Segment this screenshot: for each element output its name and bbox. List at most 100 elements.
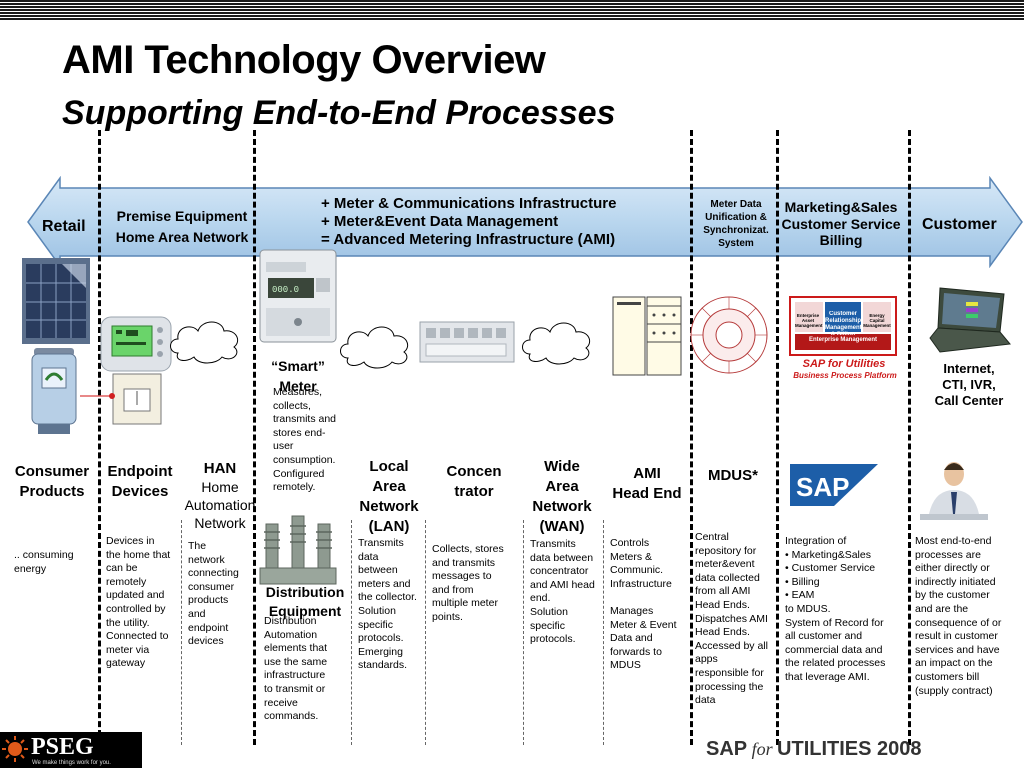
- han-header: HAN Home Automation Network: [182, 460, 258, 532]
- header-line: Concen: [446, 463, 502, 480]
- consumer-products-description: .. consuming energy: [14, 549, 74, 575]
- header-sub-line: Network: [194, 515, 246, 531]
- banner-ami-line: + Meter&Event Data Management: [321, 213, 559, 230]
- header-sub-line: Home: [201, 479, 239, 495]
- header-line: Products: [19, 483, 85, 500]
- internet-label-line: Internet,: [943, 361, 995, 376]
- banner-mdus: Meter Data Unification & Synchronizat. S…: [694, 198, 778, 250]
- banner-mdus-line: Meter Data: [710, 199, 762, 210]
- column-divider: [181, 520, 182, 745]
- banner-customer: Customer: [922, 216, 997, 233]
- header-line: trator: [454, 483, 494, 500]
- column-divider: [351, 520, 352, 745]
- banner-mdus-line: System: [718, 238, 754, 249]
- wan-header: Wide Area Network (WAN): [524, 457, 600, 537]
- banner-marketing: Marketing&Sales Customer Service Billing: [778, 199, 904, 249]
- lan-header: Local Area Network (LAN): [352, 457, 426, 537]
- han-cloud-icon: [170, 321, 239, 364]
- page-title: AMI Technology Overview: [62, 38, 546, 82]
- pseg-sun-icon: [2, 736, 28, 762]
- header-line: Network: [359, 498, 419, 515]
- smart-meter-icon: 000.0: [259, 249, 337, 343]
- endpoint-devices-description: Devices in the home that can be remotely…: [106, 535, 171, 670]
- column-divider: [253, 130, 256, 745]
- header-line: Network: [532, 498, 592, 515]
- column-divider: [425, 520, 426, 745]
- internet-label-line: Call Center: [934, 393, 1004, 408]
- header-line: Consumer: [14, 463, 90, 480]
- internet-label: Internet, CTI, IVR, Call Center: [920, 361, 1018, 409]
- svg-text:000.0: 000.0: [272, 285, 299, 295]
- endpoint-devices-header: Endpoint Devices: [100, 462, 180, 502]
- distribution-equipment-icon: [259, 515, 337, 585]
- banner-premise-line: Premise Equipment: [116, 208, 248, 224]
- solar-panel-icon: [22, 258, 90, 344]
- banner-marketing-line: Marketing&Sales: [784, 199, 898, 215]
- customer-description: Most end-to-end processes are either dir…: [915, 535, 1002, 697]
- sap-box-em: Enterprise Management: [808, 337, 878, 343]
- internet-label-line: CTI, IVR,: [942, 377, 996, 392]
- header-line: AMI: [633, 465, 661, 482]
- header-line: Local: [369, 458, 409, 475]
- mdus-process-wheel-icon: [690, 296, 768, 374]
- sap-logo-text: SAP: [796, 472, 849, 502]
- banner-premise: Premise Equipment Home Area Network: [112, 206, 252, 248]
- smart-meter-label-line: Meter: [279, 378, 317, 394]
- concentrator-header: Concen trator: [428, 462, 520, 502]
- header-line: (LAN): [368, 518, 410, 535]
- column-divider: [523, 520, 524, 745]
- banner-marketing-line: Customer Service: [781, 215, 901, 232]
- header-line: MDUS*: [707, 467, 758, 484]
- header-line: (WAN): [539, 518, 585, 535]
- mdus-header: MDUS*: [692, 466, 774, 486]
- sap-utilities-diagram-icon: [789, 296, 897, 356]
- header-line: Endpoint: [107, 463, 173, 480]
- column-divider: [690, 130, 693, 745]
- consumer-products-header: Consumer Products: [4, 462, 100, 502]
- column-divider: [776, 130, 779, 745]
- lan-description: Transmits data between meters and the co…: [358, 537, 417, 672]
- customer-person-icon: [920, 462, 988, 520]
- business-process-platform-label: Business Process Platform: [793, 371, 897, 380]
- lan-cloud-icon: [340, 326, 409, 369]
- top-decorative-bars: [0, 0, 1024, 20]
- banner-retail: Retail: [42, 218, 86, 235]
- distribution-label-line: Equipment: [268, 603, 342, 619]
- banner-ami-line: = Advanced Metering Infrastructure (AMI): [321, 231, 616, 248]
- footer-utilities: UTILITIES 2008: [777, 738, 922, 760]
- sap-box-crm: Customer Relationship Management & Billi…: [825, 311, 861, 335]
- smart-meter-label-line: “Smart”: [271, 358, 325, 374]
- header-line: Head End: [612, 485, 682, 502]
- wan-cloud-icon: [522, 322, 591, 365]
- header-line: Area: [372, 478, 406, 495]
- footer-for: for: [751, 739, 773, 759]
- head-end-cabinet-icon: [612, 296, 682, 376]
- laptop-icon: [929, 287, 1011, 353]
- mdus-description: Central repository for meter&event data …: [695, 531, 768, 707]
- connector-line: [80, 393, 115, 399]
- han-description: The network connecting consumer products…: [188, 540, 239, 648]
- footer-sap: SAP: [706, 738, 748, 760]
- sap-for-utilities-2008: SAP for UTILITIES 2008: [706, 738, 922, 761]
- banner-mdus-line: Unification &: [705, 212, 767, 223]
- sap-description: Integration of • Marketing&Sales • Custo…: [785, 535, 886, 683]
- banner-ami-line: + Meter & Communications Infrastructure: [321, 195, 617, 212]
- banner-marketing-line: Billing: [819, 232, 863, 248]
- distribution-label-line: Distribution: [265, 584, 345, 600]
- sap-for-utilities-label: SAP for Utilities: [802, 358, 886, 370]
- distribution-description: Distribution Automation elements that us…: [264, 615, 328, 723]
- pseg-logo: PSEG We make things work for you.: [0, 732, 142, 768]
- header-line: HAN: [203, 460, 237, 477]
- header-line: Wide: [544, 458, 580, 475]
- column-divider: [908, 130, 911, 745]
- banner-premise-line: Home Area Network: [115, 229, 249, 245]
- header-sub-line: Automation: [184, 497, 256, 513]
- column-divider: [98, 130, 101, 745]
- pseg-text: PSEG: [31, 734, 94, 760]
- page-subtitle: Supporting End-to-End Processes: [62, 94, 616, 132]
- sap-box-eam: Enterprise Asset Management: [795, 313, 823, 328]
- smart-meter-label: “Smart” Meter: [262, 356, 334, 396]
- pseg-tagline: We make things work for you.: [32, 760, 111, 766]
- concentrator-description: Collects, stores and transmits messages …: [432, 543, 504, 623]
- header-line: Area: [545, 478, 579, 495]
